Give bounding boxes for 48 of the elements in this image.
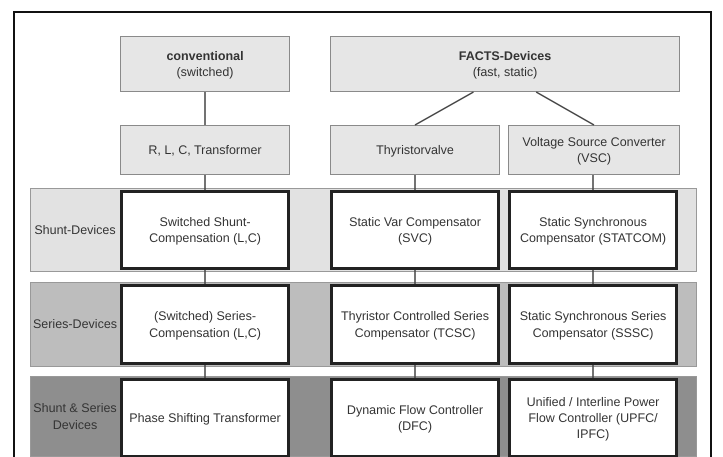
- device-box: [120, 284, 290, 365]
- device-box: [330, 284, 500, 365]
- box-label: Phase Shifting Transformer: [129, 410, 281, 426]
- category-subtitle: (fast, static): [472, 64, 538, 80]
- box-label: Voltage Source Converter (VSC): [521, 134, 667, 166]
- technology-box: [508, 125, 680, 175]
- device-box: [120, 378, 290, 457]
- connector-line: [414, 270, 416, 284]
- box-label: Thyristorvalve: [376, 142, 454, 158]
- category-title: FACTS-Devices: [458, 48, 552, 64]
- row-band: [30, 376, 697, 457]
- category-box: [120, 36, 290, 92]
- box-label: Switched Shunt-Compensation (L,C): [148, 214, 262, 246]
- box-label: Unified / Interline Power Flow Controller (UPFC/ IPFC): [526, 394, 660, 442]
- box-label: R, L, C, Transformer: [148, 142, 262, 158]
- box-label: Static Synchronous Compensator (STATCOM): [518, 214, 668, 246]
- connector-line: [592, 270, 594, 284]
- technology-box: [120, 125, 290, 175]
- technology-box: [330, 125, 500, 175]
- device-box: [508, 284, 678, 365]
- category-title: conventional: [166, 48, 244, 64]
- device-box: [330, 190, 500, 270]
- row-label: Shunt-Devices: [34, 222, 116, 238]
- device-box: [120, 190, 290, 270]
- connector-line: [536, 91, 594, 126]
- box-label: (Switched) Series-Compensation (L,C): [148, 308, 262, 341]
- connector-line: [592, 365, 594, 378]
- device-box: [508, 190, 678, 270]
- category-box: [330, 36, 680, 92]
- row-label: Shunt & Series Devices: [32, 400, 118, 433]
- row-band: [30, 188, 697, 272]
- device-box: [508, 378, 678, 457]
- connector-line: [204, 92, 206, 125]
- category-subtitle: (switched): [176, 64, 234, 80]
- box-label: Dynamic Flow Controller (DFC): [346, 402, 484, 434]
- connector-line: [414, 365, 416, 378]
- connector-line: [204, 365, 206, 378]
- box-label: Static Synchronous Series Compensator (SSSC): [518, 308, 668, 341]
- connector-line: [414, 175, 416, 190]
- box-label: Thyristor Controlled Series Compensator (TCSC): [340, 308, 490, 341]
- box-label: Static Var Compensator (SVC): [348, 214, 482, 246]
- connector-line: [592, 175, 594, 190]
- device-box: [330, 378, 500, 457]
- connector-line: [204, 270, 206, 284]
- row-band: [30, 282, 697, 367]
- connector-line: [414, 91, 474, 126]
- row-label: Series-Devices: [32, 316, 118, 333]
- connector-line: [204, 175, 206, 190]
